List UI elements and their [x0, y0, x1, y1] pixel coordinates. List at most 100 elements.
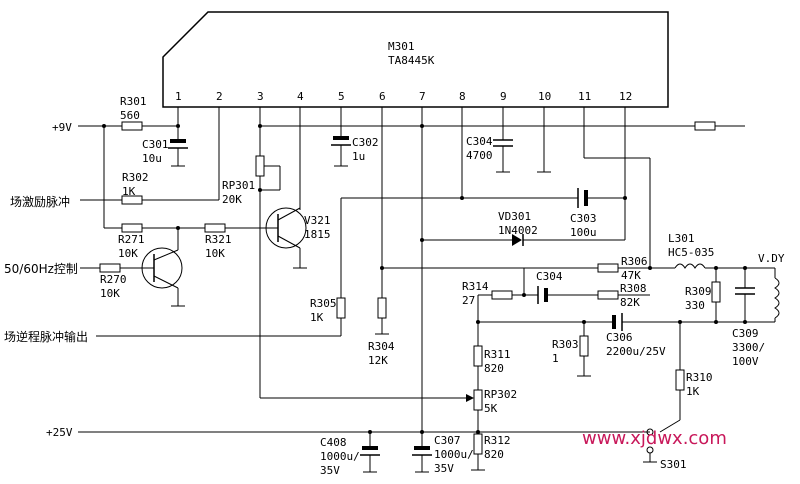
ic-pin-label: 1 [175, 90, 182, 103]
c302-capacitor: C302 1u [331, 136, 379, 167]
ic-pin-label: 6 [379, 90, 386, 103]
r321-value: 10K [205, 247, 225, 260]
ic-pin-label: 3 [257, 90, 264, 103]
r305-value: 1K [310, 311, 324, 324]
r301-ref: R301 [120, 95, 147, 108]
c301-value: 10u [142, 152, 162, 165]
c309-voltage: 100V [732, 355, 759, 368]
rp301-potentiometer: RP301 20K [222, 126, 281, 398]
r314-value: 27 [462, 294, 475, 307]
r302-value: 1K [122, 185, 136, 198]
r314-ref: R314 [462, 280, 489, 293]
c306-value: 2200u/25V [606, 345, 666, 358]
vdy-yoke: V.DY [650, 252, 785, 324]
rail-25v-label: +25V [46, 426, 73, 439]
v321-value: 1815 [304, 228, 331, 241]
r309-ref: R309 [685, 285, 712, 298]
r311-value: 820 [484, 362, 504, 375]
r301-value: 560 [120, 109, 140, 122]
r306-ref: R306 [621, 255, 648, 268]
pin3-rail [258, 121, 745, 131]
c306-capacitor: C306 2200u/25V [476, 313, 666, 358]
ic-part: TA8445K [388, 54, 435, 67]
vd301-diode: VD301 1N4002 [420, 210, 625, 246]
vdy-ref: V.DY [758, 252, 785, 265]
c303-ref: C303 [570, 212, 597, 225]
r309-value: 330 [685, 299, 705, 312]
r311-ref: R311 [484, 348, 511, 361]
l301-ref: L301 [668, 232, 695, 245]
c408-ref: C408 [320, 436, 347, 449]
feedback-network: R314 27 C304 R308 82K [462, 268, 650, 322]
r310-ref: R310 [686, 371, 713, 384]
c303-line: C303 100u [340, 188, 627, 298]
c408-voltage: 35V [320, 464, 340, 477]
c408-value: 1000u/ [320, 450, 360, 463]
ic-pin-label: 11 [578, 90, 591, 103]
output-line: R306 47K L301 HC5-035 [382, 232, 775, 282]
rail-9v-label: +9V [52, 121, 72, 134]
r270-ref: R270 [100, 273, 127, 286]
ic-pin-label: 10 [538, 90, 551, 103]
v321-transistor: V321 1815 [230, 207, 331, 269]
c306-ref: C306 [606, 331, 633, 344]
r302-ref: R302 [122, 171, 149, 184]
c307-ref: C307 [434, 434, 461, 447]
vd301-ref: VD301 [498, 210, 531, 223]
c307-capacitor: C307 1000u/ 35V [412, 432, 474, 475]
c309-value: 3300/ [732, 341, 765, 354]
c301-capacitor: C301 10u [142, 126, 188, 167]
r312-ref: R312 [484, 434, 511, 447]
c303-value: 100u [570, 226, 597, 239]
r312-value: 820 [484, 448, 504, 461]
vd301-value: 1N4002 [498, 224, 538, 237]
ic-pin-label: 2 [216, 90, 223, 103]
r304-ref: R304 [368, 340, 395, 353]
s301-ref: S301 [660, 458, 687, 471]
ic-pin-label: 7 [419, 90, 426, 103]
r305-ref: R305 [310, 297, 337, 310]
c309-ref: C309 [732, 327, 759, 340]
c301-ref: C301 [142, 138, 169, 151]
r310-value: 1K [686, 385, 700, 398]
r303-resistor: R303 1 [552, 322, 591, 377]
ic-pin-label: 12 [619, 90, 632, 103]
flyback-out-label: 场逆程脉冲输出 [4, 329, 88, 344]
rail-25v: +25V [46, 426, 650, 439]
l301-value: HC5-035 [668, 246, 714, 259]
hz-control-transistor: 50/60Hz控制 R270 10K [4, 228, 185, 307]
r304-resistor: R304 12K [368, 266, 395, 367]
field-drive-pulse-label: 场激励脉冲 [10, 194, 70, 209]
r304-value: 12K [368, 354, 388, 367]
bias-chain: R311 820 RP302 5K R312 820 [260, 322, 517, 471]
r271-ref: R271 [118, 233, 145, 246]
ic-pin-label: 5 [338, 90, 345, 103]
c309-capacitor: C309 3300/ 100V [732, 268, 765, 368]
rail-9v: +9V R301 560 [52, 95, 180, 134]
watermark: www.xjdwx.com [582, 428, 727, 449]
pin-leads [177, 107, 626, 432]
s301-switch: S301 [643, 428, 687, 471]
r302-resistor: 场激励脉冲 R302 1K [10, 171, 220, 209]
c307-voltage: 35V [434, 462, 454, 475]
r308-value: 82K [620, 296, 640, 309]
c408-capacitor: C408 1000u/ 35V [320, 432, 380, 477]
rp302-ref: RP302 [484, 388, 517, 401]
r270-value: 10K [100, 287, 120, 300]
r303-value: 1 [552, 352, 559, 365]
ic-pin-label: 8 [459, 90, 466, 103]
rp301-ref: RP301 [222, 179, 255, 192]
hz-control-label: 50/60Hz控制 [4, 262, 78, 276]
c307-value: 1000u/ [434, 448, 474, 461]
r310-resistor: R310 1K [659, 320, 713, 433]
r305-resistor: 场逆程脉冲输出 R305 1K [4, 297, 346, 344]
c304a-ref: C304 [466, 135, 493, 148]
c302-value: 1u [352, 150, 365, 163]
c304-capacitor-top: C304 4700 [466, 135, 513, 173]
ic-ref: M301 [388, 40, 415, 53]
pin11-wire [584, 157, 651, 268]
c302-ref: C302 [352, 136, 379, 149]
